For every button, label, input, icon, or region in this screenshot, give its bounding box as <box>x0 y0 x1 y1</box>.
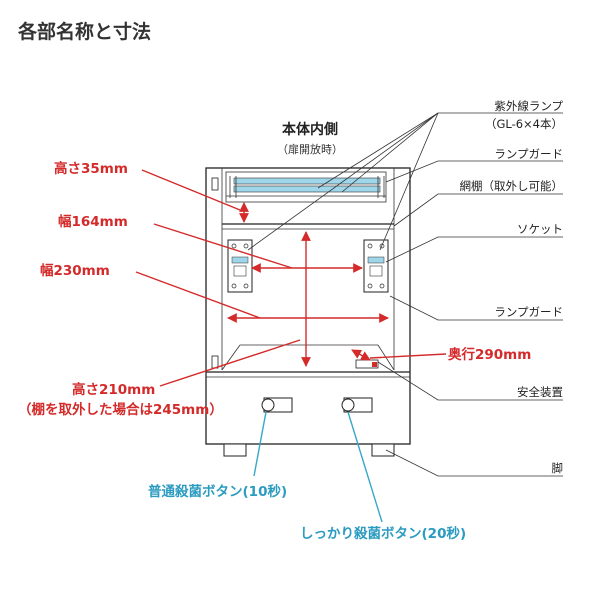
label-height-35: 高さ35mm <box>54 160 128 177</box>
label-thorough-button: しっかり殺菌ボタン(20秒) <box>300 525 466 542</box>
cabinet-outline <box>205 167 411 445</box>
label-width-230: 幅230mm <box>40 262 110 279</box>
leader-thorough-button <box>347 411 383 523</box>
cabinet-body <box>205 167 411 445</box>
leader-depth-290 <box>369 353 447 359</box>
view-note: （扉開放時） <box>277 142 343 156</box>
leg-right <box>371 443 395 457</box>
view-title: 本体内側 <box>282 121 338 138</box>
label-depth-290: 奥行290mm <box>448 346 531 363</box>
socket-left <box>227 239 253 293</box>
normal-sterilize-button[interactable] <box>261 397 293 413</box>
label-socket: ソケット <box>517 222 563 236</box>
mesh-shelf <box>222 223 394 230</box>
label-lamp-guard-side: ランプガード <box>494 305 563 319</box>
dimension-arrows <box>227 202 389 367</box>
leader-height-210 <box>159 339 301 387</box>
leader-width-230 <box>135 271 261 319</box>
label-uv-lamp-spec: （GL-6×4本） <box>485 117 563 131</box>
label-safety-device: 安全装置 <box>517 385 563 399</box>
label-mesh-shelf: 網棚（取外し可能） <box>460 179 564 193</box>
label-uv-lamp: 紫外線ランプ <box>494 99 563 113</box>
leader-width-164 <box>153 223 293 269</box>
hinge-bottom <box>211 355 219 369</box>
thorough-sterilize-button[interactable] <box>341 397 373 413</box>
safety-device <box>355 359 379 369</box>
part-leaders <box>247 112 563 477</box>
label-leg: 脚 <box>552 461 564 475</box>
label-height-210-note: （棚を取外した場合は245mm） <box>18 401 223 418</box>
socket-right <box>363 239 389 293</box>
arrow-depth-290 <box>351 349 371 361</box>
label-width-164: 幅164mm <box>58 213 128 230</box>
leader-normal-button <box>253 411 267 477</box>
uv-lamp-tube <box>233 177 381 185</box>
hinge-top <box>211 177 219 191</box>
lamp-housing <box>225 171 387 203</box>
leg-left <box>223 443 247 457</box>
label-lamp-guard-top: ランプガード <box>494 147 563 161</box>
leader-height-35 <box>141 169 241 211</box>
page-heading: 各部名称と寸法 <box>17 20 151 43</box>
label-normal-button: 普通殺菌ボタン(10秒) <box>148 483 287 500</box>
uv-lamp-tube <box>233 185 381 193</box>
label-height-210: 高さ210mm <box>72 381 155 398</box>
